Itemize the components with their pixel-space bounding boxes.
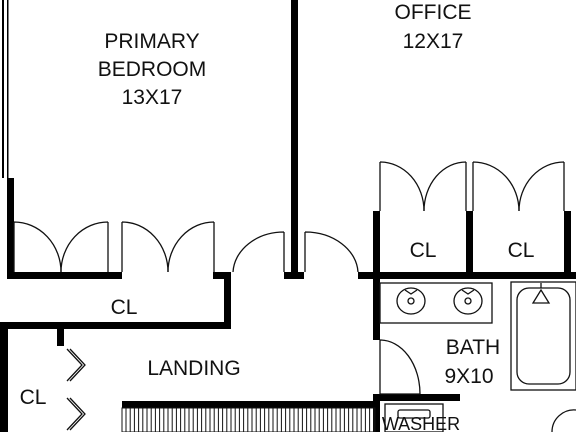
wall-bedroom-closet-right	[224, 272, 231, 329]
wall-door-jamb-right	[358, 272, 380, 279]
door-office-closet-right	[472, 161, 565, 212]
wall-left-exterior	[7, 178, 14, 278]
wall-office-closet-left	[373, 211, 380, 279]
wall-office-closet-right	[564, 211, 571, 279]
door-landing-closet	[66, 348, 86, 431]
stair-rail	[121, 407, 376, 432]
wall-bath-left-lower	[373, 394, 380, 432]
bathtub	[510, 281, 576, 391]
toilet	[551, 409, 576, 432]
label-office-closet-right: CL	[508, 239, 535, 262]
stairs	[121, 407, 376, 432]
stair-treads	[125, 408, 375, 432]
label-primary-bedroom-size: 13X17	[122, 86, 183, 109]
door-bedroom-entry	[232, 231, 285, 273]
wall-door-jamb-left	[284, 272, 304, 279]
wall-bedroom-office	[291, 0, 298, 278]
wall-bath-top	[373, 272, 576, 279]
vanity	[379, 282, 493, 324]
window-left-inner	[7, 0, 9, 178]
label-landing: LANDING	[147, 357, 240, 380]
wall-bedroom-closet-mid	[108, 272, 122, 279]
label-bedroom-closet: CL	[111, 296, 138, 319]
door-office-entry	[304, 231, 359, 273]
label-bath-size: 9X10	[444, 365, 493, 388]
wall-left-lower	[0, 322, 8, 432]
wall-washer-top	[380, 394, 460, 401]
door-bedroom-closet-2	[121, 221, 215, 273]
doors	[13, 161, 565, 431]
label-primary-bedroom-line1: PRIMARY	[104, 30, 199, 53]
label-primary-bedroom-line2: BEDROOM	[98, 58, 207, 81]
door-bath	[379, 339, 421, 395]
door-bedroom-closet-1	[13, 221, 109, 273]
wall-bedroom-closet-bottom	[0, 322, 231, 329]
wall-bath-left	[373, 272, 380, 340]
wall-stair-top	[122, 401, 375, 408]
washer-fixture	[384, 403, 444, 432]
door-office-closet-left	[379, 161, 467, 212]
label-office-closet-left: CL	[410, 239, 437, 262]
label-washer: WASHER	[382, 414, 460, 432]
wall-bedroom-closet-top	[7, 272, 109, 279]
window-left	[2, 0, 4, 178]
room-labels: PRIMARY BEDROOM 13X17 OFFICE 12X17 CL CL…	[20, 1, 535, 432]
label-office-size: 12X17	[403, 30, 464, 53]
label-office: OFFICE	[395, 1, 472, 24]
wall-bedroom-closet-right-stub	[213, 272, 231, 279]
label-landing-closet: CL	[20, 386, 47, 409]
label-bath: BATH	[446, 336, 500, 359]
wall-landing-stub	[57, 329, 64, 346]
wall-office-closet-mid	[466, 211, 473, 279]
bath-fixtures	[379, 281, 576, 432]
